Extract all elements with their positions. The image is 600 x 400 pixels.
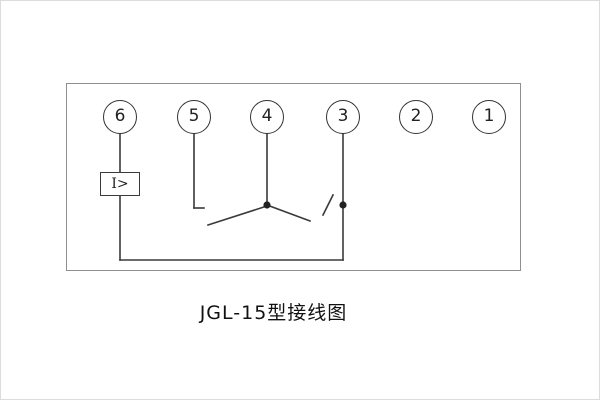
diagram-caption: JGL-15型接线图 [199, 302, 348, 324]
contact-break-tick [321, 193, 335, 217]
terminal-2: 2 [399, 100, 433, 134]
wiring-lines [119, 133, 347, 261]
junction-dot-3 [339, 201, 347, 209]
terminal-5: 5 [177, 100, 211, 134]
terminal-3: 3 [326, 100, 360, 134]
terminal-6: 6 [103, 100, 137, 134]
contact-blade-4-3 [265, 203, 312, 223]
junction-dot-4 [263, 201, 271, 209]
overcurrent-element-symbol: I> [100, 172, 140, 196]
contact-blade-5-4 [206, 204, 269, 227]
diagram-border: 6 5 4 3 2 1 I> [66, 83, 521, 271]
terminal-1: 1 [472, 100, 506, 134]
terminal-4: 4 [250, 100, 284, 134]
overcurrent-element-label: I> [111, 176, 129, 192]
